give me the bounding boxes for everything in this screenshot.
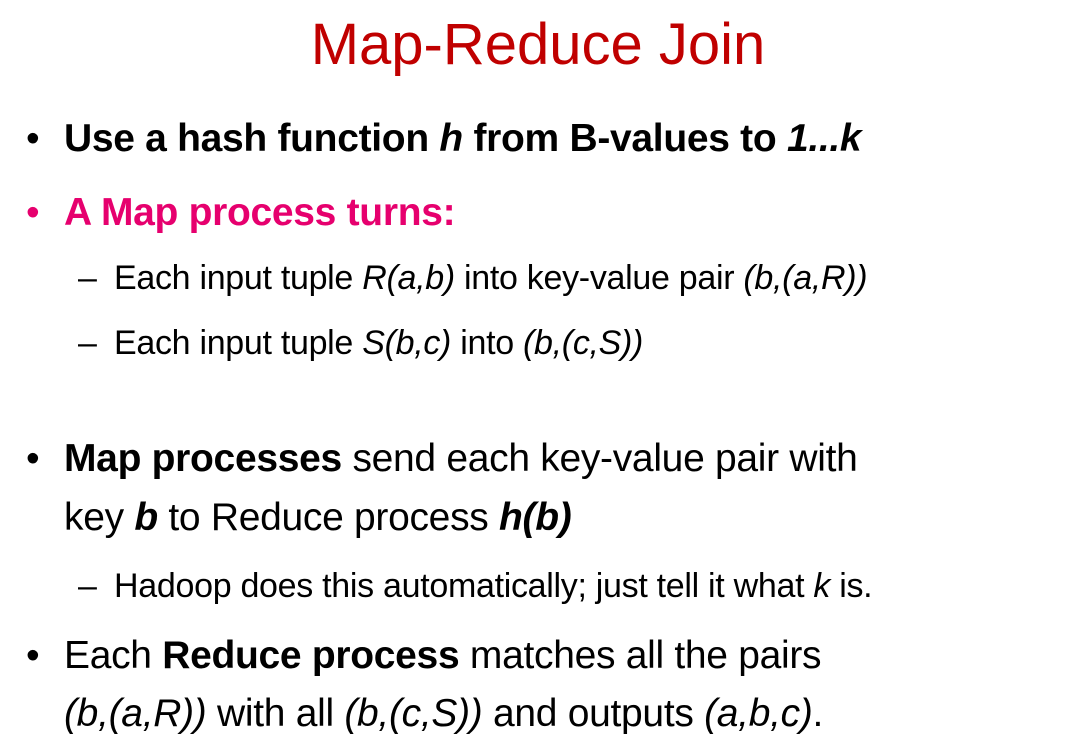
- bullet-marker: •: [26, 634, 40, 677]
- bullet-text: into key-value pair: [454, 259, 744, 297]
- k-symbol: k: [813, 567, 831, 605]
- bold-term: Map processes: [64, 437, 342, 480]
- bullet-text: send each key-value pair with: [341, 437, 858, 480]
- tuple-text: S(b,c): [362, 324, 452, 362]
- hash-symbol: h: [439, 117, 463, 160]
- bullet-text: Each input tuple: [114, 324, 363, 362]
- bullet-hash-function: Use a hash function h from B-values to 1…: [64, 115, 862, 163]
- bullet-text: .: [812, 692, 824, 735]
- bullet-text: matches all the pairs: [459, 634, 822, 677]
- bullet-text: key: [64, 496, 135, 539]
- bullet-text: and outputs: [482, 692, 705, 735]
- bullet-map-send-line1: Map processes send each key-value pair w…: [64, 435, 858, 483]
- bullet-text: into: [451, 324, 524, 362]
- bullet-text: A Map process turns:: [64, 191, 456, 234]
- bullet-text: to Reduce process: [157, 496, 500, 539]
- pair-text: (b,(c,S)): [523, 324, 644, 362]
- bullet-map-send-line2: key b to Reduce process h(b): [64, 494, 572, 542]
- sub-bullet-hadoop: Hadoop does this automatically; just tel…: [114, 565, 873, 607]
- bullet-reduce-line2: (b,(a,R)) with all (b,(c,S)) and outputs…: [64, 690, 823, 738]
- slide-title: Map-Reduce Join: [310, 12, 766, 77]
- bullet-text: with all: [206, 692, 345, 735]
- tuple-text: R(a,b): [362, 259, 455, 297]
- dash-marker: –: [78, 567, 97, 605]
- bullet-text: from B-values to: [462, 117, 787, 160]
- pair-text: (b,(a,R)): [64, 692, 207, 735]
- bullet-text: Hadoop does this automatically; just tel…: [114, 567, 814, 605]
- key-symbol: b: [134, 496, 158, 539]
- bullet-marker: •: [26, 117, 40, 160]
- bullet-map-process: A Map process turns:: [64, 189, 456, 237]
- dash-marker: –: [78, 324, 97, 362]
- bullet-marker: •: [26, 437, 40, 480]
- bullet-marker: •: [26, 191, 40, 234]
- sub-bullet-r-tuple: Each input tuple R(a,b) into key-value p…: [114, 257, 868, 299]
- bullet-text: is.: [830, 567, 873, 605]
- range-text: 1...k: [786, 117, 862, 160]
- bullet-text: Each input tuple: [114, 259, 363, 297]
- sub-bullet-s-tuple: Each input tuple S(b,c) into (b,(c,S)): [114, 322, 643, 364]
- bullet-text: Each: [64, 634, 163, 677]
- bullet-reduce-line1: Each Reduce process matches all the pair…: [64, 632, 822, 680]
- pair-text: (b,(c,S)): [344, 692, 483, 735]
- dash-marker: –: [78, 259, 97, 297]
- bold-term: Reduce process: [162, 634, 460, 677]
- pair-text: (b,(a,R)): [743, 259, 868, 297]
- bullet-text: Use a hash function: [64, 117, 440, 160]
- hash-expression: h(b): [499, 496, 572, 539]
- output-tuple: (a,b,c): [704, 692, 813, 735]
